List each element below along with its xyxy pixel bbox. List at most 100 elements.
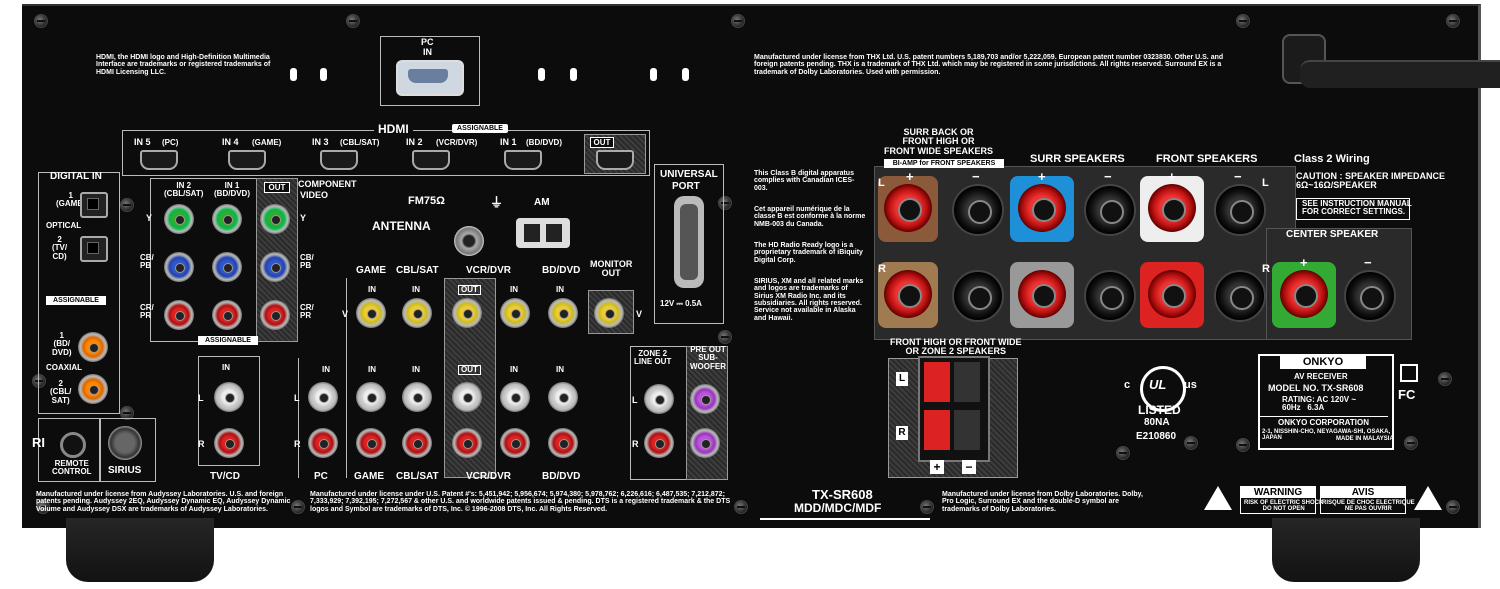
screw: [291, 500, 305, 514]
sirius-port[interactable]: [108, 426, 142, 460]
surr-r-plus[interactable]: [1018, 270, 1066, 318]
subwoofer-2-jack[interactable]: [690, 428, 720, 458]
hdmi-in2-label: IN 2: [406, 137, 423, 147]
vent-slot: [682, 68, 689, 81]
front-high-r-minus[interactable]: [954, 410, 980, 450]
hdmi-in2-port[interactable]: [412, 150, 450, 170]
surr-back-l-plus[interactable]: [884, 184, 932, 232]
audio-cbl-l[interactable]: [402, 382, 432, 412]
video-game-jack[interactable]: [356, 298, 386, 328]
made-in-label: MADE IN MALAYSIA: [1336, 436, 1394, 442]
audio-vcr-in-l[interactable]: [500, 382, 530, 412]
col-game: GAME: [356, 265, 386, 276]
component-in1-pr[interactable]: [212, 300, 242, 330]
antenna-title: ANTENNA: [372, 219, 431, 233]
component-in2-y[interactable]: [164, 204, 194, 234]
audio-game-r[interactable]: [356, 428, 386, 458]
front-r-minus[interactable]: [1214, 270, 1266, 322]
surr-l-minus[interactable]: [1084, 184, 1136, 236]
front-l-minus[interactable]: [1214, 184, 1266, 236]
surr-back-r-plus[interactable]: [884, 270, 932, 318]
audio-pc-l[interactable]: [308, 382, 338, 412]
center-plus[interactable]: [1280, 270, 1328, 318]
screw: [718, 196, 732, 210]
am-terminal-clip-2[interactable]: [546, 224, 562, 242]
component-in1-pb[interactable]: [212, 252, 242, 282]
surr-l-plus[interactable]: [1018, 184, 1066, 232]
coax-1-label: 1 (BD/ DVD): [52, 331, 72, 357]
front-r-plus[interactable]: [1148, 270, 1196, 318]
front-high-r-plus[interactable]: [924, 410, 950, 450]
see-manual-box: [1296, 198, 1410, 220]
ul-logo: [1140, 366, 1186, 412]
component-out-y[interactable]: [260, 204, 290, 234]
universal-port-title-1: UNIVERSAL: [660, 169, 718, 180]
zone2-l-jack[interactable]: [644, 384, 674, 414]
subwoofer-1-jack[interactable]: [690, 384, 720, 414]
audio-bd-r[interactable]: [548, 428, 578, 458]
y-label-right: Y: [300, 213, 307, 223]
surr-r-minus[interactable]: [1084, 270, 1136, 322]
surr-back-l-minus[interactable]: [952, 184, 1004, 236]
screw: [346, 14, 360, 28]
universal-port-pins: [680, 204, 698, 280]
front-high-l-plus[interactable]: [924, 362, 950, 402]
hdmi-in4-label: IN 4: [222, 137, 239, 147]
video-bd-jack[interactable]: [548, 298, 578, 328]
surr-back-label: SURR BACK OR FRONT HIGH OR FRONT WIDE SP…: [884, 127, 994, 156]
zone2-r-jack[interactable]: [644, 428, 674, 458]
component-out-pr[interactable]: [260, 300, 290, 330]
hdmi-in4-source: (GAME): [252, 138, 282, 147]
hdmi-out-port[interactable]: [596, 150, 634, 170]
audio-cbl-r[interactable]: [402, 428, 432, 458]
audio-vcr-in-r[interactable]: [500, 428, 530, 458]
video-cbl-jack[interactable]: [402, 298, 432, 328]
tv-cd-l-jack[interactable]: [214, 382, 244, 412]
vent-slot: [650, 68, 657, 81]
optical-1-port[interactable]: [80, 192, 108, 218]
hdmi-in1-port[interactable]: [504, 150, 542, 170]
am-label: AM: [534, 197, 550, 208]
screw: [920, 500, 934, 514]
hdmi-in3-port[interactable]: [320, 150, 358, 170]
coax-2-jack[interactable]: [78, 374, 108, 404]
video-vcr-in-jack[interactable]: [500, 298, 530, 328]
component-in2-pr[interactable]: [164, 300, 194, 330]
model-no-label: MODEL NO. TX-SR608: [1268, 383, 1364, 393]
optical-2-port[interactable]: [80, 236, 108, 262]
screw: [1236, 438, 1250, 452]
audio-in-pc: IN: [322, 365, 330, 374]
remote-jack[interactable]: [60, 432, 86, 458]
coax-1-jack[interactable]: [78, 332, 108, 362]
surr-back-r-minus[interactable]: [952, 270, 1004, 322]
vga-port[interactable]: [396, 60, 464, 96]
front-high-plus: +: [930, 460, 944, 474]
audio-vcr-out-r[interactable]: [452, 428, 482, 458]
front-high-l-minus[interactable]: [954, 362, 980, 402]
center-minus[interactable]: [1344, 270, 1396, 322]
monitor-out-jack[interactable]: [594, 298, 624, 328]
am-terminal-clip-1[interactable]: [524, 224, 540, 242]
front-l-plus[interactable]: [1148, 184, 1196, 232]
component-out-pb[interactable]: [260, 252, 290, 282]
tv-cd-r-jack[interactable]: [214, 428, 244, 458]
optical-1-label: 1 (GAME): [56, 191, 86, 209]
universal-port-rating: 12V ⎓ 0.5A: [660, 299, 702, 308]
audio-bd-l[interactable]: [548, 382, 578, 412]
component-in1-y[interactable]: [212, 204, 242, 234]
hdmi-in4-port[interactable]: [228, 150, 266, 170]
vent-slot: [538, 68, 545, 81]
component-in2-pb[interactable]: [164, 252, 194, 282]
bottom-bd: BD/DVD: [542, 471, 581, 482]
audio-pc-r[interactable]: [308, 428, 338, 458]
audio-vcr-out-l[interactable]: [452, 382, 482, 412]
hdmi-in5-port[interactable]: [140, 150, 178, 170]
screw: [1116, 446, 1130, 460]
screw: [734, 500, 748, 514]
video-vcr-out-jack[interactable]: [452, 298, 482, 328]
cr-label-right: CR/ PR: [300, 303, 314, 321]
fm-antenna-jack[interactable]: [454, 226, 484, 256]
audio-game-l[interactable]: [356, 382, 386, 412]
right-foot: [1272, 518, 1420, 582]
tv-cd-in-label: IN: [222, 363, 230, 372]
